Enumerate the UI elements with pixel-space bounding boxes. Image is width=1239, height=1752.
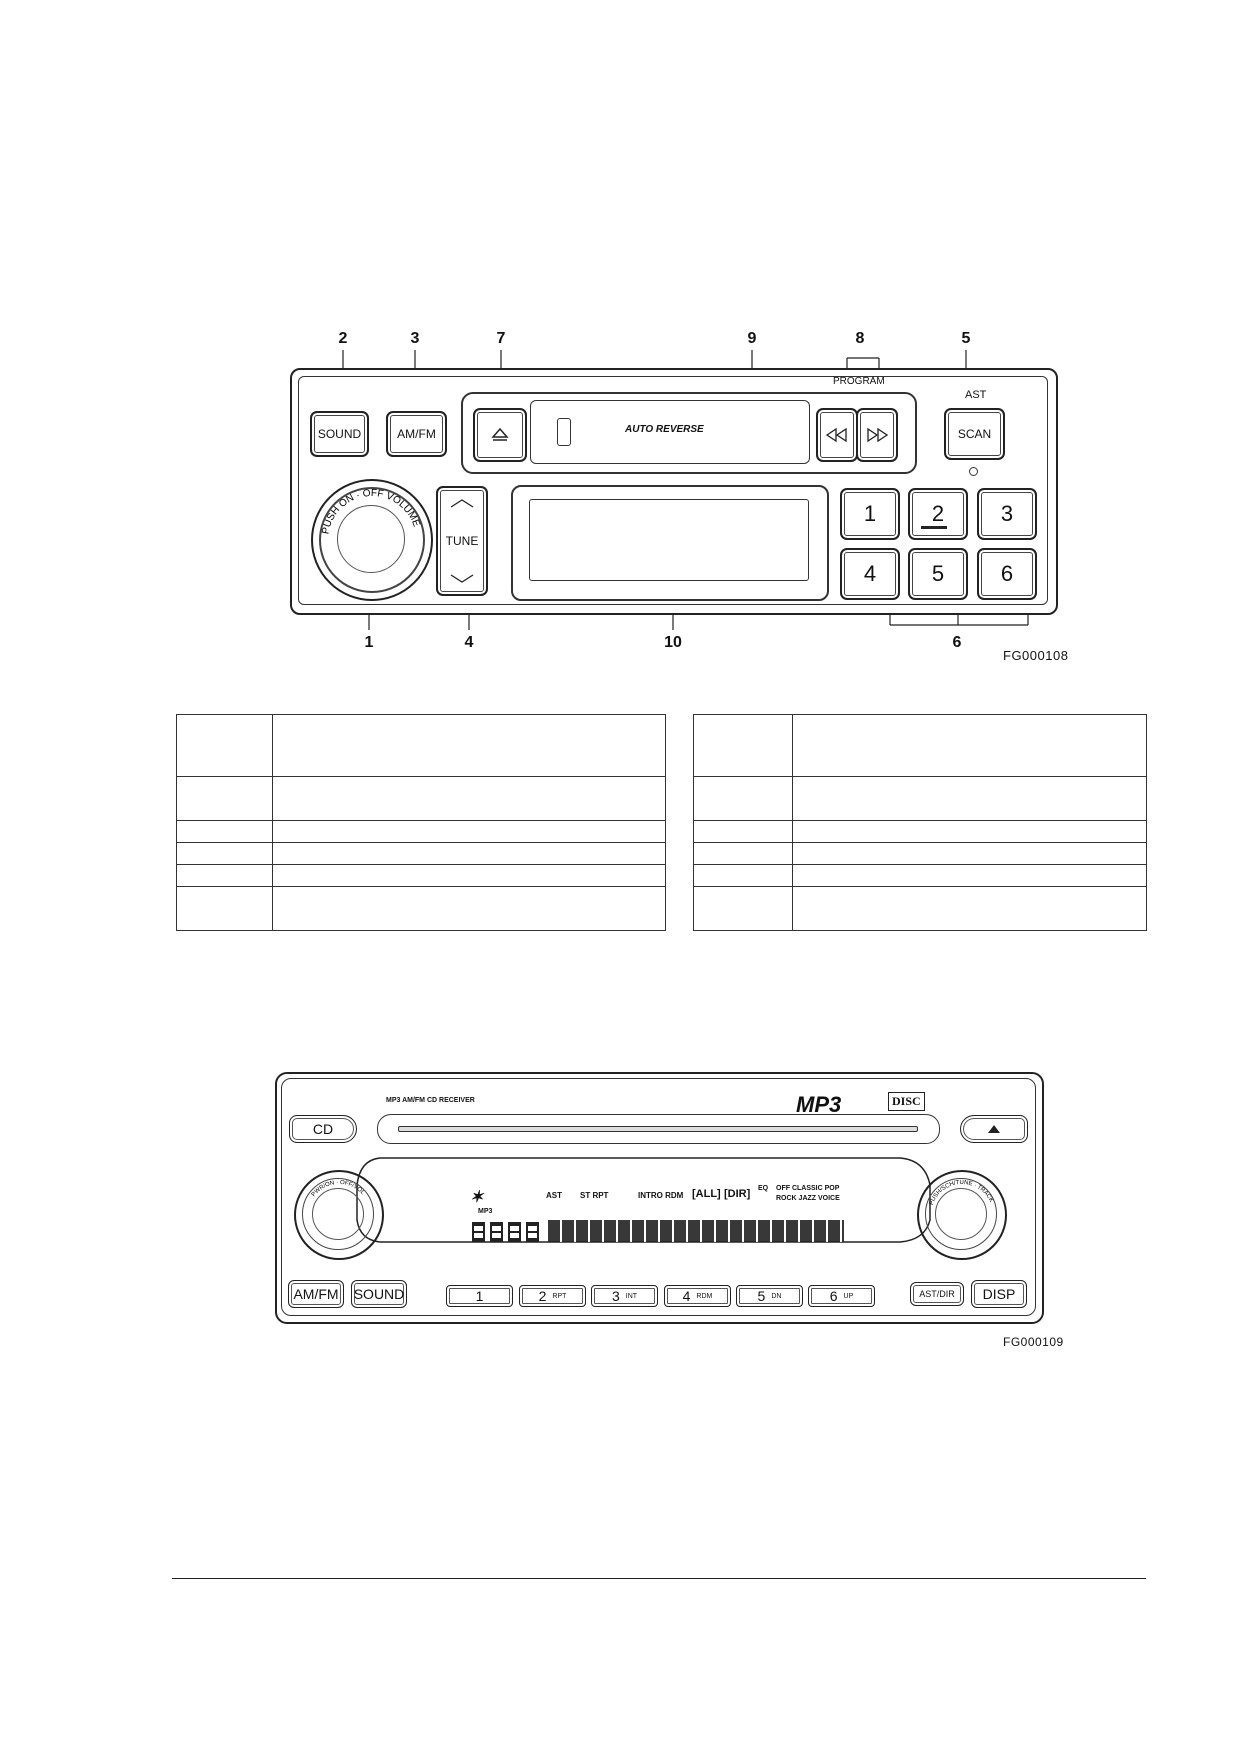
preset-1-button[interactable]: 1 — [446, 1285, 513, 1307]
preset-6-function: UP — [843, 1292, 854, 1300]
svg-text:PUSH ON · OFF VOLUME: PUSH ON · OFF VOLUME — [320, 488, 421, 535]
figure-code-1: FG000108 — [1003, 648, 1069, 663]
callout-3: 3 — [410, 330, 420, 347]
mp3-logo: MP3 — [796, 1092, 842, 1117]
preset-5-number: 5 — [757, 1288, 766, 1304]
eject-icon — [491, 427, 509, 441]
power-volume-knob-text: PWR/ON · OFF/VOL — [311, 1180, 366, 1198]
am-fm-button[interactable]: AM/FM — [386, 411, 447, 457]
rewind-icon — [825, 428, 847, 442]
reference-table-left — [176, 714, 666, 931]
svg-text:PUSH/SCH/TUNE · TRACK: PUSH/SCH/TUNE · TRACK — [929, 1180, 994, 1206]
callout-2: 2 — [338, 330, 348, 347]
disp-button[interactable]: DISP — [971, 1280, 1027, 1308]
callout-6: 6 — [952, 634, 962, 651]
sound-button[interactable]: SOUND — [351, 1280, 407, 1308]
preset-1-button[interactable]: 1 — [840, 488, 900, 540]
svg-text:PWR/ON · OFF/VOL: PWR/ON · OFF/VOL — [311, 1180, 366, 1198]
preset-6-number: 6 — [829, 1288, 838, 1304]
preset-2-button[interactable]: 2 — [908, 488, 968, 540]
figure-code-2: FG000109 — [1003, 1335, 1064, 1349]
preset-3-button[interactable]: 3 — [977, 488, 1037, 540]
preset-4-number: 4 — [682, 1288, 691, 1304]
display-screen — [529, 499, 809, 581]
tune-down-icon[interactable] — [449, 574, 475, 584]
power-volume-knob[interactable]: PWR/ON · OFF/VOL — [294, 1170, 384, 1260]
tune-track-knob[interactable]: PUSH/SCH/TUNE · TRACK — [917, 1170, 1007, 1260]
callout-8: 8 — [855, 330, 865, 347]
indicator-led — [969, 467, 978, 476]
st-rpt-indicator: ST RPT — [580, 1191, 609, 1200]
preset-2-button[interactable]: 2 RPT — [519, 1285, 586, 1307]
model-text: MP3 AM/FM CD RECEIVER — [386, 1097, 475, 1104]
preset-4-button[interactable]: 4 — [840, 548, 900, 600]
cd-eject-button[interactable] — [960, 1115, 1028, 1143]
preset-6-button[interactable]: 6 — [977, 548, 1037, 600]
all-indicator: [ALL] — [692, 1188, 721, 1200]
tape-window — [557, 418, 571, 446]
preset-2-function: RPT — [552, 1292, 567, 1300]
eq-modes-row-2: ROCK JAZZ VOICE — [776, 1195, 840, 1202]
program-label: PROGRAM — [833, 376, 885, 387]
volume-knob[interactable]: PUSH ON · OFF VOLUME — [311, 479, 433, 601]
preset-3-number: 3 — [611, 1288, 620, 1304]
fast-forward-button[interactable] — [856, 408, 898, 462]
eq-modes-row-1: OFF CLASSIC POP — [776, 1185, 840, 1192]
scan-button[interactable]: SCAN — [944, 408, 1005, 460]
callout-9: 9 — [747, 330, 757, 347]
callout-1: 1 — [364, 634, 374, 651]
footer-rule — [172, 1578, 1146, 1579]
tune-up-icon[interactable] — [449, 498, 475, 508]
display-bezel — [511, 485, 829, 601]
preset-5-button[interactable]: 5 — [908, 548, 968, 600]
volume-knob-text: PUSH ON · OFF VOLUME — [320, 488, 421, 535]
callout-7: 7 — [496, 330, 506, 347]
ast-dir-button[interactable]: AST/DIR — [910, 1282, 964, 1306]
ast-label: AST — [965, 389, 987, 401]
preset-5-button[interactable]: 5 DN — [736, 1285, 803, 1307]
cd-button[interactable]: CD — [289, 1115, 357, 1143]
preset-4-function: RDM — [696, 1292, 713, 1300]
reference-table-right — [693, 714, 1147, 931]
eject-icon — [988, 1125, 1000, 1133]
preset-5-function: DN — [771, 1292, 782, 1300]
auto-reverse-label: AUTO REVERSE — [625, 424, 704, 435]
rewind-button[interactable] — [816, 408, 858, 462]
cd-slot-bezel — [377, 1114, 940, 1144]
tune-rocker[interactable]: TUNE — [436, 486, 488, 596]
fast-forward-icon — [867, 428, 889, 442]
disc-indicator-icon: ✶ — [470, 1189, 484, 1206]
callout-4: 4 — [464, 634, 474, 651]
dir-indicator: [DIR] — [724, 1188, 751, 1200]
cd-slot — [398, 1126, 918, 1132]
intro-rdm-indicator: INTRO RDM — [638, 1191, 684, 1200]
callout-5: 5 — [961, 330, 971, 347]
callout-10: 10 — [664, 634, 682, 651]
cd-faceplate-inner — [281, 1078, 1036, 1316]
radio-faceplate-inner — [298, 376, 1048, 605]
mp3-indicator: MP3 — [478, 1208, 493, 1215]
tune-label: TUNE — [445, 534, 479, 548]
preset-2-marker — [921, 526, 947, 529]
preset-3-button[interactable]: 3 INT — [591, 1285, 658, 1307]
preset-2-number: 2 — [538, 1288, 547, 1304]
preset-3-function: INT — [625, 1292, 638, 1300]
eject-button[interactable] — [473, 408, 527, 462]
disc-logo: DISC — [888, 1092, 925, 1111]
sound-button[interactable]: SOUND — [310, 411, 369, 457]
cassette-bezel — [461, 392, 917, 474]
am-fm-button[interactable]: AM/FM — [288, 1280, 344, 1308]
eq-indicator: EQ — [758, 1185, 769, 1192]
dot-matrix-display — [548, 1220, 844, 1242]
cassette-door — [530, 400, 810, 464]
preset-4-button[interactable]: 4 RDM — [664, 1285, 731, 1307]
ast-indicator: AST — [546, 1191, 562, 1200]
preset-6-button[interactable]: 6 UP — [808, 1285, 875, 1307]
preset-1-number: 1 — [475, 1288, 484, 1304]
clock-segments — [472, 1222, 539, 1242]
tune-track-knob-text: PUSH/SCH/TUNE · TRACK — [929, 1180, 994, 1206]
